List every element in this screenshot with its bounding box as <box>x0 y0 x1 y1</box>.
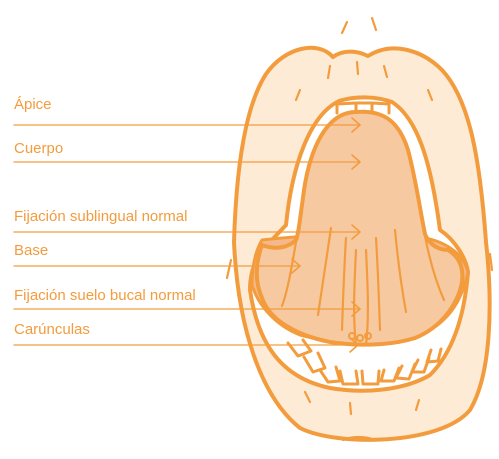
label-cuerpo: Cuerpo <box>14 140 63 158</box>
label-fijacion-sublingual: Fijación sublingual normal <box>14 208 187 226</box>
label-apice: Ápice <box>14 96 52 114</box>
label-caruncula: Carúnculas <box>14 321 90 339</box>
label-base: Base <box>14 242 48 260</box>
label-fijacion-suelo: Fijación suelo bucal normal <box>14 287 196 305</box>
